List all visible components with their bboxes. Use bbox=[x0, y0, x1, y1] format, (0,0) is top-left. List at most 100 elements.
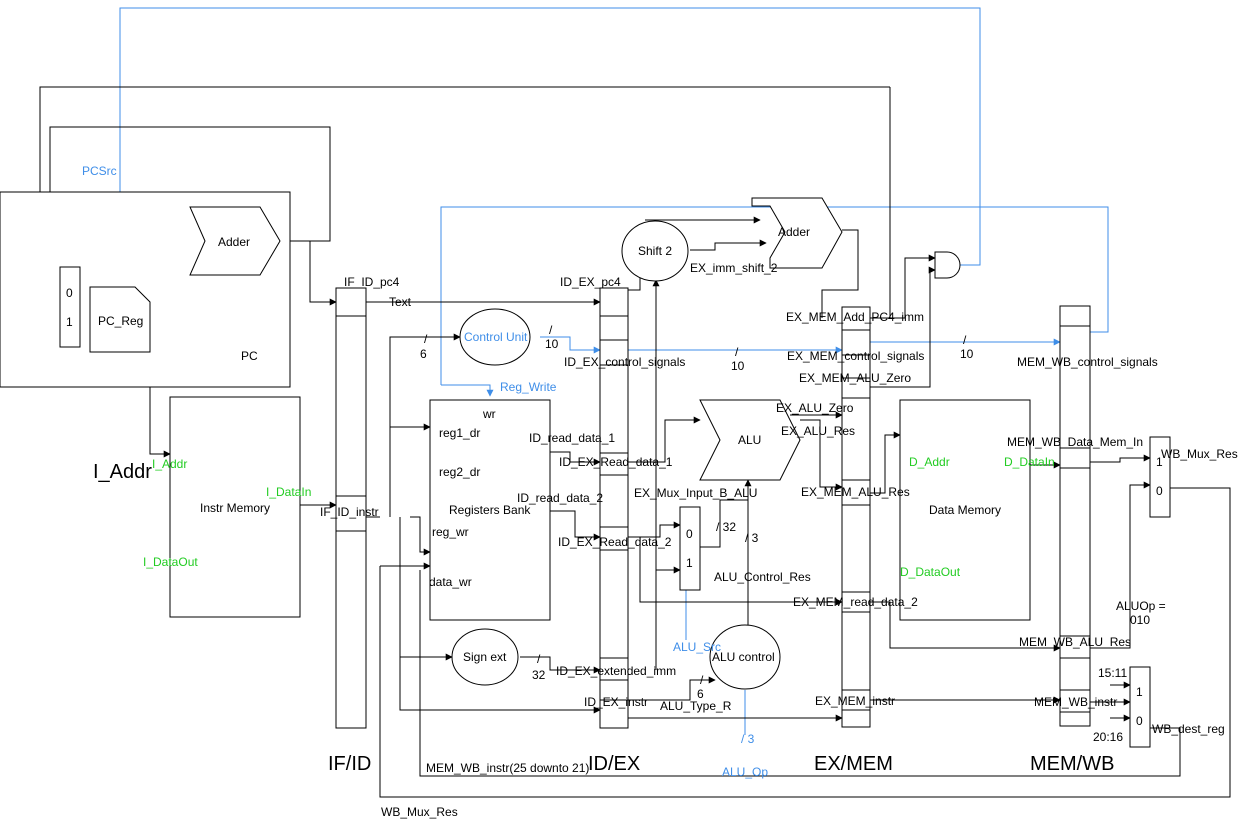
id-ex-read-data-2-label: ID_EX_Read_data_2 bbox=[558, 535, 672, 549]
ex-mem-alu-zero-label: EX_MEM_ALU_Zero bbox=[799, 371, 911, 385]
and-gate bbox=[934, 251, 961, 279]
instr-memory-label: Instr Memory bbox=[200, 501, 270, 515]
alu-type-r-label: ALU_Type_R bbox=[660, 699, 732, 713]
alu-control: ALU control bbox=[709, 624, 781, 690]
mem-wb-register: MEM/WB bbox=[1030, 305, 1114, 775]
pc-reg-label: PC_Reg bbox=[98, 314, 143, 328]
mem-wb-label: MEM/WB bbox=[1030, 753, 1114, 775]
i-addr-big-label: I_Addr bbox=[93, 461, 152, 483]
reg1-dr-port: reg1_dr bbox=[439, 426, 480, 440]
data-memory: Data Memory D_Addr D_DataIn D_DataOut bbox=[899, 399, 1055, 621]
dest-mux-0: 0 bbox=[1136, 714, 1143, 728]
mem-wb-instr-range-label: MEM_WB_instr(25 downto 21) bbox=[426, 761, 589, 775]
dest-mux-1: 1 bbox=[1136, 685, 1143, 699]
alu-src-label: ALU_Src bbox=[673, 640, 721, 654]
if-id-pc4-label: IF_ID_pc4 bbox=[344, 275, 400, 289]
pc-label: PC bbox=[241, 349, 258, 363]
id-read-data-2-label: ID_read_data_2 bbox=[517, 491, 603, 505]
control-wires bbox=[119, 7, 1109, 735]
ex-mem-read-data-2-label: EX_MEM_read_data_2 bbox=[793, 595, 918, 609]
bus-32b-n: 32 bbox=[532, 668, 546, 682]
bus-6b-n: 6 bbox=[697, 687, 704, 701]
data-wr-port: data_wr bbox=[429, 575, 472, 589]
ex-mem-alu-res-label: EX_MEM_ALU_Res bbox=[801, 485, 910, 499]
pc-mux-0: 0 bbox=[66, 286, 73, 300]
mem-wb-data-mem-in-label: MEM_WB_Data_Mem_In bbox=[1007, 435, 1143, 449]
bus-10b-slash: / bbox=[735, 345, 739, 359]
reg-wr-port: reg_wr bbox=[432, 525, 469, 539]
alu-op-label: ALU_Op bbox=[722, 765, 768, 779]
text-label: Text bbox=[389, 295, 412, 309]
control-unit: Control Unit bbox=[459, 308, 531, 366]
if-id-label: IF/ID bbox=[328, 753, 371, 775]
ex-mem-instr-label: EX_MEM_instr bbox=[815, 694, 895, 708]
branch-adder-label: Adder bbox=[778, 225, 810, 239]
bus-10a-n: 10 bbox=[545, 337, 559, 351]
id-read-data-1-label: ID_read_data_1 bbox=[529, 431, 615, 445]
mem-wb-alu-res-label: MEM_WB_ALU_Res bbox=[1019, 635, 1131, 649]
id-ex-pc4-label: ID_EX_pc4 bbox=[560, 275, 621, 289]
wb-dest-reg-label: WB_dest_reg bbox=[1152, 722, 1225, 736]
ex-mem-add-pc4-imm-label: EX_MEM_Add_PC4_imm bbox=[786, 310, 924, 324]
bus-3b: / 3 bbox=[741, 732, 755, 746]
alu-b-mux: 0 1 bbox=[679, 506, 701, 591]
wb-mux-res-bottom-label: WB_Mux_Res bbox=[381, 805, 458, 819]
reg-write-label: Reg_Write bbox=[500, 380, 557, 394]
i-datain-port: I_DataIn bbox=[266, 485, 311, 499]
aluop-val-label: 010 bbox=[1130, 613, 1150, 627]
id-ex-register: ID/EX bbox=[588, 287, 640, 775]
ex-imm-shift-2-label: EX_imm_shift_2 bbox=[690, 261, 778, 275]
id-ex-label: ID/EX bbox=[588, 753, 640, 775]
instr-memory: Instr Memory I_Addr I_Addr I_DataIn I_Da… bbox=[93, 396, 311, 618]
ex-mem-label: EX/MEM bbox=[814, 753, 893, 775]
bus-32a: / 32 bbox=[716, 520, 736, 534]
signal-labels: PCSrc IF_ID_pc4 Text IF_ID_instr ID_EX_p… bbox=[82, 164, 1238, 819]
id-ex-instr-label: ID_EX_instr bbox=[584, 695, 648, 709]
pc-mux-1: 1 bbox=[66, 315, 73, 329]
wb-mux-res-label: WB_Mux_Res bbox=[1161, 447, 1238, 461]
wb-mux-0: 0 bbox=[1156, 484, 1163, 498]
shift-2-label: Shift 2 bbox=[638, 244, 672, 258]
alu: ALU bbox=[699, 399, 801, 481]
registers-bank-label: Registers Bank bbox=[449, 503, 531, 517]
bus-10c-slash: / bbox=[963, 333, 967, 347]
bus-10a-slash: / bbox=[549, 323, 553, 337]
registers-bank: wr reg1_dr reg2_dr Registers Bank reg_wr… bbox=[429, 399, 551, 621]
i-dataout-port: I_DataOut bbox=[143, 555, 198, 569]
alu-control-res-label: ALU_Control_Res bbox=[714, 570, 811, 584]
sign-ext: Sign ext bbox=[451, 628, 519, 686]
d-dataout-port: D_DataOut bbox=[900, 565, 961, 579]
pc-unit: PC 0 1 PC_Reg Adder bbox=[0, 191, 291, 388]
d-datain-port: D_DataIn bbox=[1004, 455, 1055, 469]
bits-20-16-label: 20:16 bbox=[1093, 730, 1123, 744]
ex-alu-zero-label: EX_ALU_Zero bbox=[776, 401, 854, 415]
pc-adder-label: Adder bbox=[218, 235, 250, 249]
bus-3a: / 3 bbox=[745, 531, 759, 545]
id-ex-control-signals-label: ID_EX_control_signals bbox=[564, 355, 685, 369]
i-addr-port: I_Addr bbox=[152, 457, 187, 471]
alu-label: ALU bbox=[738, 433, 761, 447]
bus-widths: / 6 / 10 / 10 / 10 / 32 / 3 / 32 / 6 / 3 bbox=[420, 323, 974, 746]
branch-adder: Adder bbox=[751, 197, 843, 269]
sign-ext-label: Sign ext bbox=[463, 650, 507, 664]
mem-wb-control-signals-label: MEM_WB_control_signals bbox=[1017, 355, 1158, 369]
mem-wb-instr-label: MEM_WB_instr bbox=[1034, 695, 1117, 709]
data-memory-label: Data Memory bbox=[929, 503, 1001, 517]
ex-mem-control-signals-label: EX_MEM_control_signals bbox=[787, 349, 924, 363]
ex-mux-input-b-alu-label: EX_Mux_Input_B_ALU bbox=[634, 486, 757, 500]
bus-10c-n: 10 bbox=[960, 347, 974, 361]
if-id-instr-label: IF_ID_instr bbox=[320, 505, 379, 519]
if-id-register: IF/ID bbox=[328, 287, 371, 775]
wb-mux: 1 0 bbox=[1149, 436, 1171, 518]
wb-mux-1: 1 bbox=[1156, 455, 1163, 469]
alu-mux-0: 0 bbox=[686, 527, 693, 541]
id-ex-read-data-1-label: ID_EX_Read_data_1 bbox=[559, 455, 673, 469]
alu-mux-1: 1 bbox=[686, 556, 693, 570]
shift-2: Shift 2 bbox=[621, 220, 689, 282]
aluop-eq-label: ALUOp = bbox=[1116, 599, 1166, 613]
id-ex-extended-imm-label: ID_EX_extended_imm bbox=[556, 664, 676, 678]
dest-reg-mux: 1 0 bbox=[1129, 666, 1151, 748]
bus-10b-n: 10 bbox=[731, 359, 745, 373]
bits-15-11-label: 15:11 bbox=[1098, 666, 1127, 680]
